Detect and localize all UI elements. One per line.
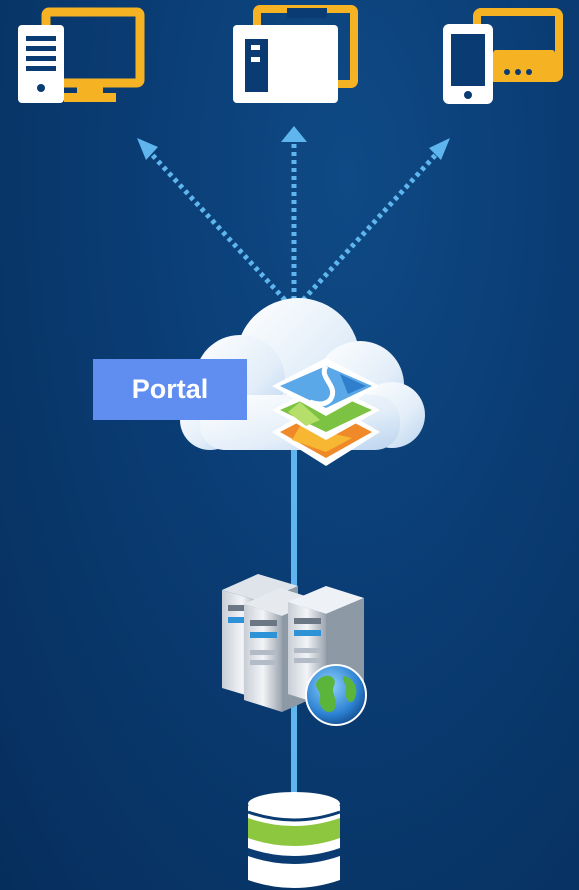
portal-label: Portal [93, 359, 247, 420]
dotted-arrow-to-desktop [137, 138, 287, 302]
dotted-arrow-to-mobile [301, 138, 450, 302]
globe-icon [305, 664, 367, 726]
server-globe-icon [222, 574, 367, 726]
map-layers-icon [272, 358, 380, 466]
browser-window-icon [233, 5, 358, 103]
mobile-phone-tablet-icon [443, 8, 563, 104]
desktop-computer-icon [18, 7, 145, 103]
database-icon [247, 792, 341, 888]
dotted-arrow-to-browser [281, 126, 307, 300]
